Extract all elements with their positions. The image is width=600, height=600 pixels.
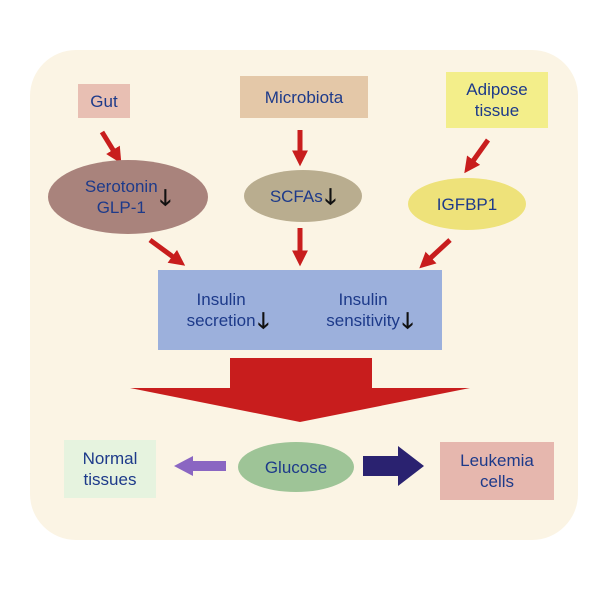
adipose-label-line1: Adipose [466,80,528,99]
down-arrow-icon: 🡓 [159,184,172,210]
down-arrow-icon: 🡓 [401,308,414,333]
insulin-secretion-line2: secretion [186,311,256,330]
arrow-glucose-to-leukemia [363,446,424,486]
big-red-down-arrow [130,358,470,422]
scfas-ellipse: SCFAs 🡓 [244,170,362,222]
insulin-sensitivity-line1: Insulin [338,290,388,309]
glucose-label: Glucose [264,457,328,477]
normal-label-line1: Normal [82,449,138,468]
adipose-tissue-box: Adipose tissue [446,72,548,128]
scfas-label: SCFAs [269,186,323,206]
leukemia-label-line1: Leukemia [460,451,534,470]
serotonin-glp1-ellipse: Serotonin GLP-1 🡓 [48,160,208,234]
arrow-adipose-to-igfbp1 [464,138,491,174]
arrow-serotonin-to-insulin [148,237,186,266]
insulin-sensitivity-line2: sensitivity [326,311,400,330]
insulin-sensitivity-group: Insulin sensitivity 🡓 [326,289,414,333]
insulin-box: Insulin secretion 🡓 Insulin sensitivity … [158,270,442,350]
microbiota-label: Microbiota [264,87,344,107]
normal-tissues-box: Normal tissues [64,440,156,498]
adipose-label-line2: tissue [474,101,520,120]
glucose-ellipse: Glucose [238,442,354,492]
glp1-text: GLP-1 [96,198,146,217]
leukemia-cells-box: Leukemia cells [440,442,554,500]
insulin-secretion-group: Insulin secretion 🡓 [186,289,270,333]
arrow-igfbp1-to-insulin [419,238,452,269]
arrow-gut-to-serotonin [99,130,122,164]
arrow-glucose-to-normal-tissues [174,456,226,476]
down-arrow-icon: 🡓 [257,308,270,333]
gut-label: Gut [90,91,118,111]
microbiota-box: Microbiota [240,76,368,118]
gut-box: Gut [78,84,130,118]
igfbp1-label: IGFBP1 [436,194,498,214]
insulin-secretion-line1: Insulin [196,290,246,309]
down-arrow-icon: 🡓 [324,183,337,209]
leukemia-label-line2: cells [479,472,514,491]
normal-label-line2: tissues [83,470,137,489]
igfbp1-ellipse: IGFBP1 [408,178,526,230]
serotonin-label: Serotonin [84,177,158,196]
